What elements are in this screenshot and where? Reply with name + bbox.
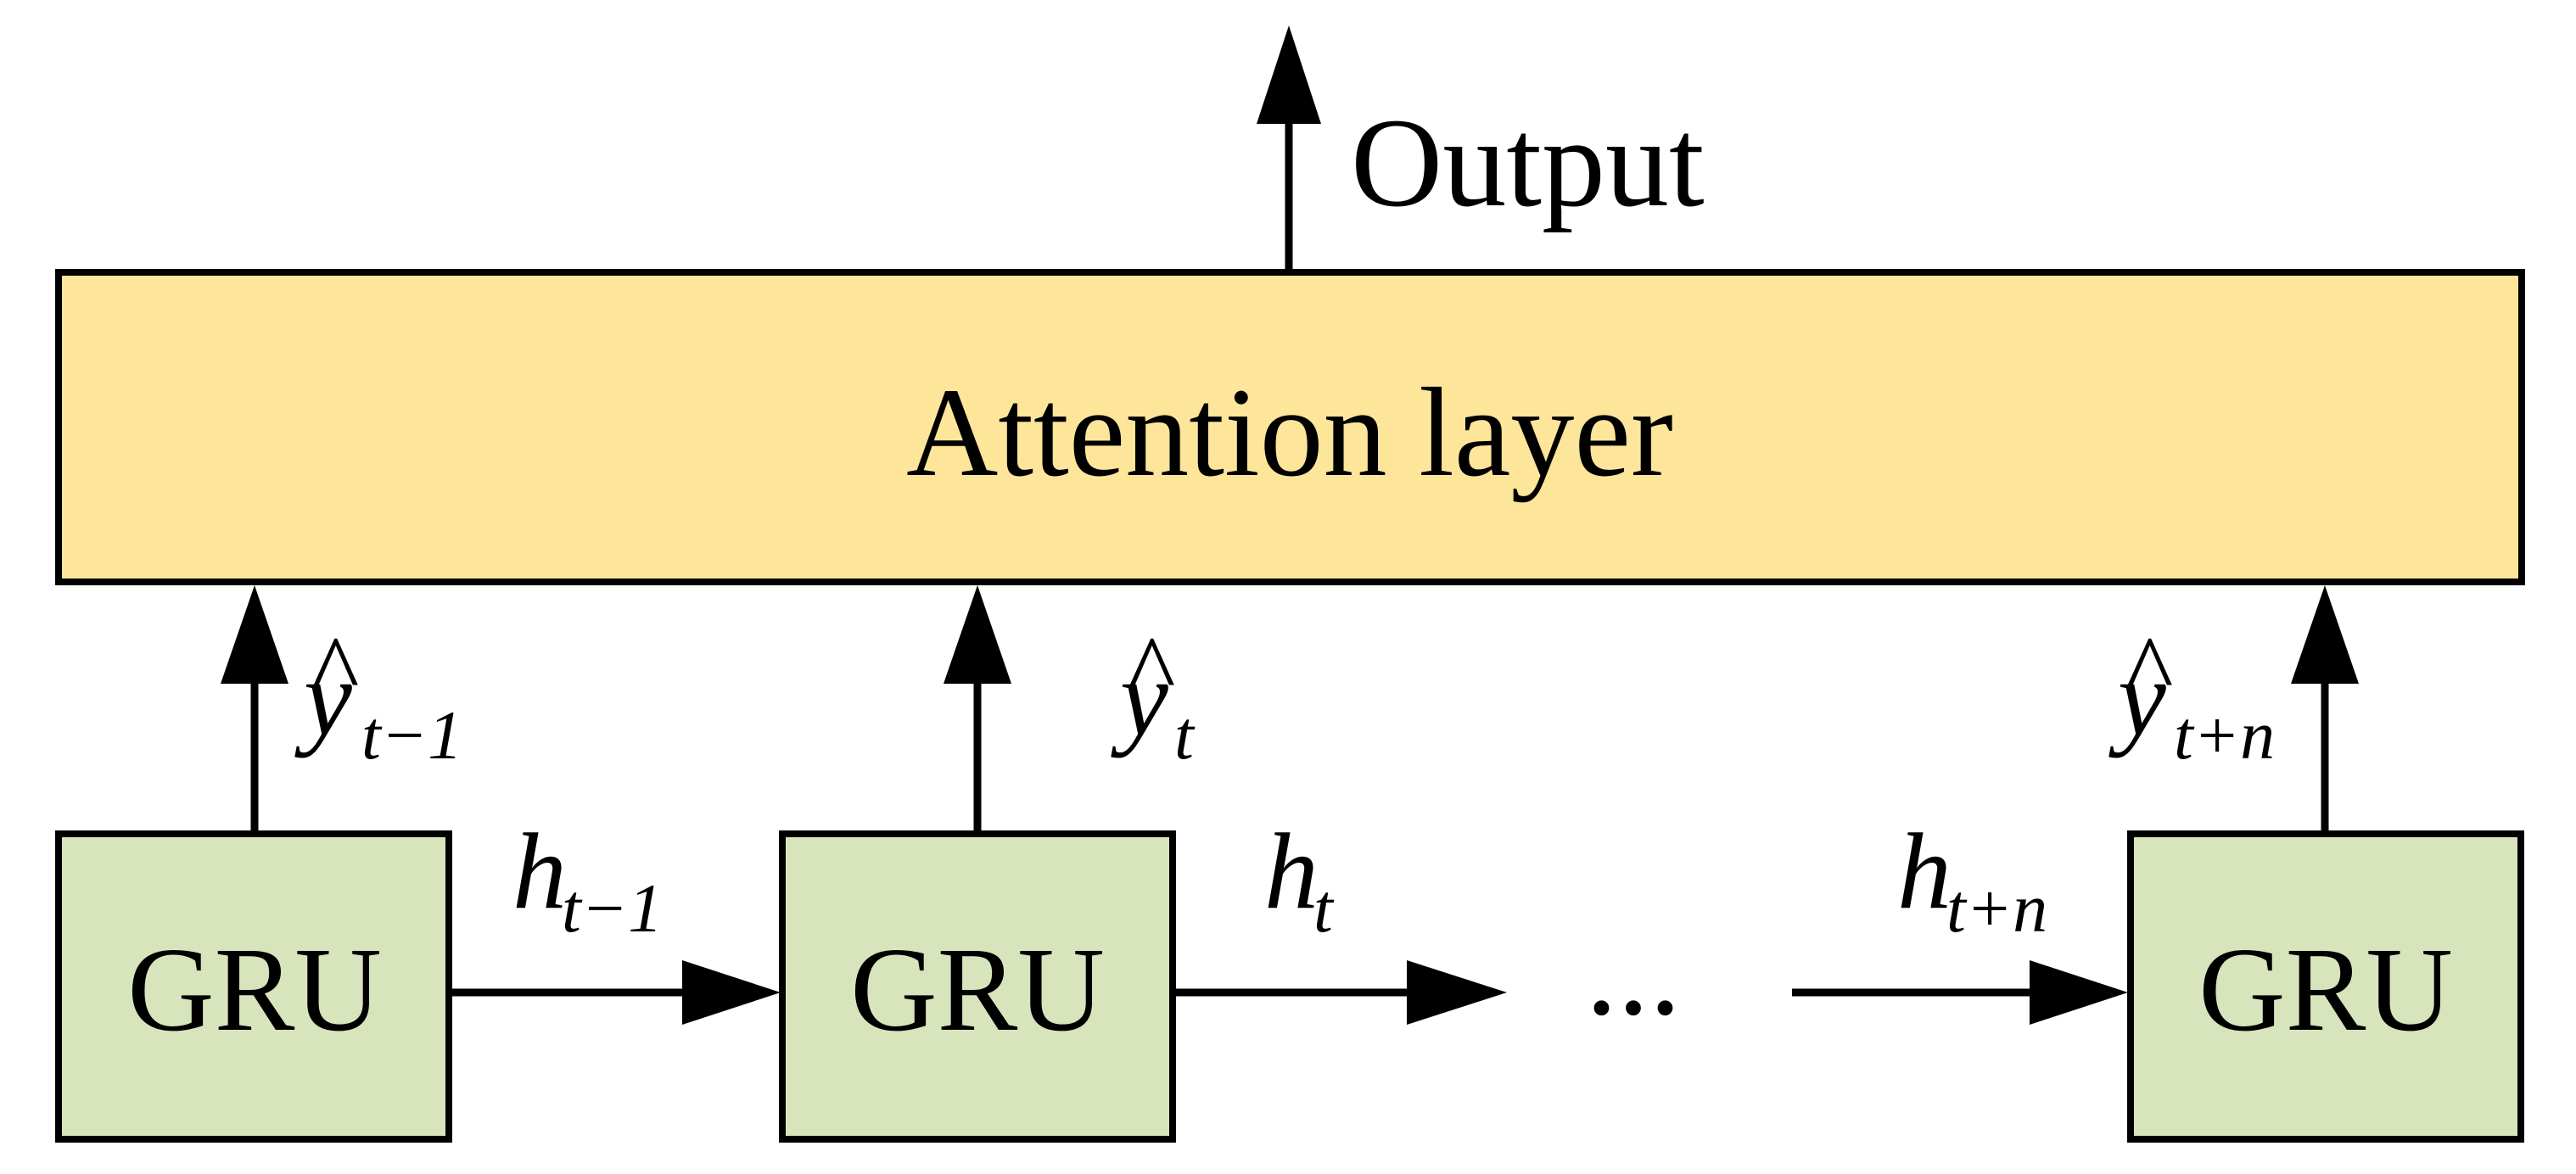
h-symbol-2: h [1264,811,1319,931]
hidden-arrow-3-head [2030,960,2128,1025]
gru-label-3: GRU [2198,922,2453,1056]
attention-layer-box [55,269,2525,585]
y-symbol-2: y [1111,638,1168,758]
gru-box-3 [2127,830,2524,1143]
h-subscript-3: t+n [1946,869,2047,947]
hat-mark-1: ^ [312,615,359,726]
hat-mark-3: ^ [2126,615,2173,726]
output-arrowhead [1257,25,1321,124]
h-label-1: h t−1 [512,811,663,947]
y-subscript-3: t+n [2174,696,2275,774]
attention-layer-label: Attention layer [906,362,1673,503]
ellipsis-label: ... [1586,901,1682,1042]
y-subscript-1: t−1 [361,696,462,774]
y-hat-label-1: ^ y t−1 [294,615,462,774]
h-subscript-2: t [1313,869,1335,947]
output-label: Output [1351,92,1705,233]
y-symbol-3: y [2108,638,2166,758]
gru-label-1: GRU [127,922,382,1056]
hidden-arrow-1-head [682,960,781,1025]
gru-cell-3: GRU [2127,830,2524,1143]
gru-label-2: GRU [850,922,1105,1056]
output-arrow-2-head [944,585,1011,684]
y-hat-label-3: ^ y t+n [2108,615,2275,774]
h-label-2: h t [1264,811,1335,947]
hat-mark-2: ^ [1128,615,1175,726]
gru-cell-2: GRU [779,830,1176,1143]
gru-box-1 [55,830,452,1143]
h-symbol-3: h [1897,811,1952,931]
h-subscript-1: t−1 [562,869,663,947]
gru-cell-1: GRU [55,830,452,1143]
output-arrow-1-head [221,585,288,684]
h-symbol-1: h [512,811,567,931]
y-symbol-1: y [294,638,352,758]
hidden-arrow-2-head [1407,960,1507,1025]
h-label-3: h t+n [1897,811,2047,947]
y-hat-label-2: ^ y t [1111,615,1196,774]
y-subscript-2: t [1174,696,1196,774]
output-arrow-3-head [2291,585,2359,684]
gru-box-2 [779,830,1176,1143]
